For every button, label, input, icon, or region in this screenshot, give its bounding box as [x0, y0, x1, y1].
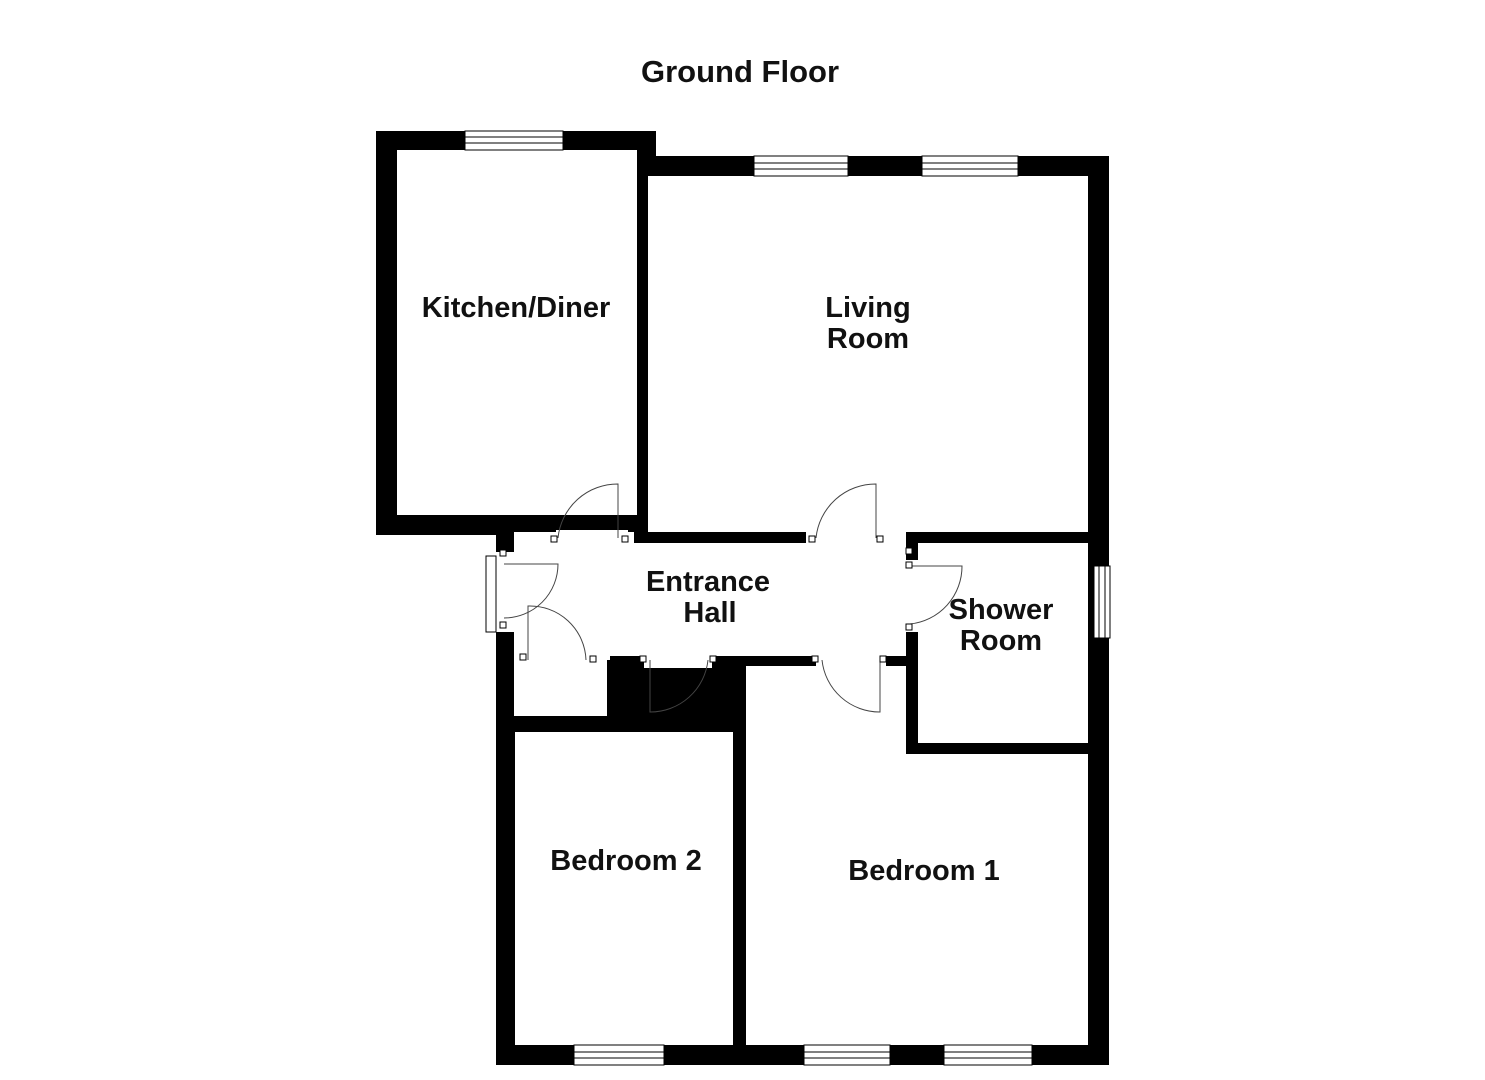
- label-living-room-line2: Room: [827, 323, 909, 355]
- window-kitchen: [464, 130, 564, 151]
- door-bedroom-2: [649, 659, 709, 713]
- label-shower-room-line1: Shower: [949, 594, 1054, 626]
- window-bedroom-1-left: [803, 1044, 891, 1066]
- windows: [464, 130, 1111, 1066]
- label-living-room-line1: Living: [825, 292, 910, 324]
- label-entrance-hall-line1: Entrance: [646, 566, 770, 598]
- label-entrance-hall-line2: Hall: [683, 597, 736, 629]
- front-door-frame: [485, 555, 497, 633]
- room-labels: Kitchen/Diner Living Room Entrance Hall …: [422, 292, 1054, 887]
- opening-kitchen: [556, 530, 628, 546]
- label-kitchen-diner: Kitchen/Diner: [422, 292, 611, 324]
- shower-room-floor: [918, 543, 1088, 743]
- door-shower: [909, 565, 963, 625]
- window-bedroom-1-right: [943, 1044, 1033, 1066]
- label-bedroom-1: Bedroom 1: [848, 855, 999, 887]
- window-living-right: [921, 155, 1019, 177]
- door-front: [503, 563, 559, 619]
- label-shower-room-line2: Room: [960, 625, 1042, 657]
- window-shower: [1093, 565, 1111, 639]
- label-bedroom-2: Bedroom 2: [550, 845, 701, 877]
- door-cupboard: [527, 605, 587, 661]
- door-swings: [499, 483, 963, 713]
- living-room-floor: [648, 176, 1088, 532]
- bedroom-2-floor: [515, 732, 733, 1045]
- opening-shower: [904, 560, 922, 632]
- floor-title: Ground Floor: [641, 54, 839, 89]
- opening-bedroom-1: [816, 652, 886, 668]
- door-openings: [494, 530, 922, 668]
- opening-living: [814, 530, 880, 546]
- opening-front-door: [494, 552, 516, 632]
- floors: [397, 150, 1088, 1045]
- window-bedroom-2: [573, 1044, 665, 1066]
- door-living: [815, 483, 877, 539]
- window-living-left: [753, 155, 849, 177]
- opening-cupboard: [520, 620, 610, 660]
- door-kitchen: [557, 483, 619, 539]
- door-bedroom-1: [821, 659, 881, 713]
- bedroom-1-floor-main: [746, 754, 1088, 1045]
- kitchen-floor: [397, 150, 637, 515]
- cupboard-floor: [514, 656, 607, 716]
- opening-bedroom-2: [644, 652, 712, 668]
